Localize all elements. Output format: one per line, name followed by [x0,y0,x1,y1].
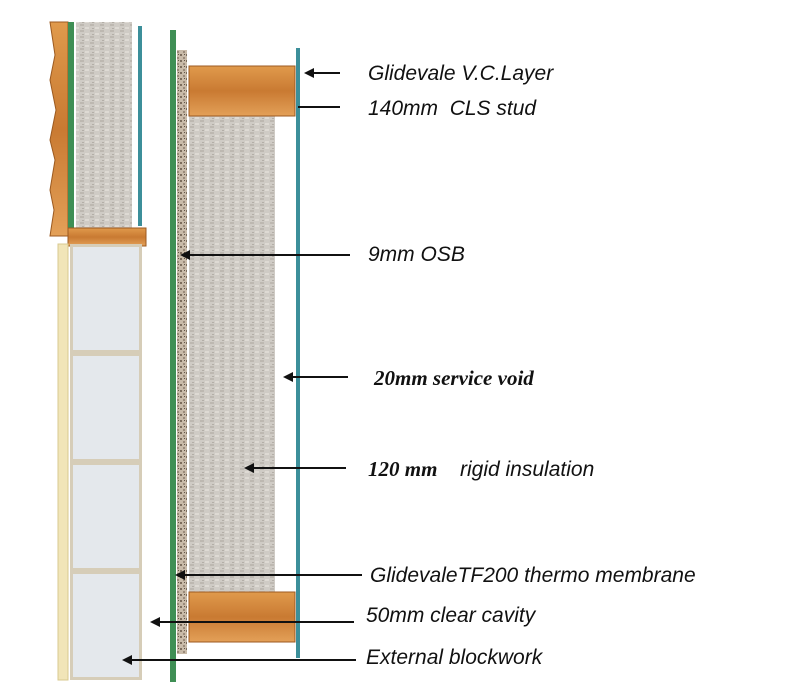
timber-cladding [49,21,69,237]
thermo-membrane-line [170,30,176,682]
arrow-osb [180,250,350,260]
block-1 [73,247,139,350]
arrow-clear-cavity [150,617,354,627]
label-thermo-membrane: GlidevaleTF200 thermo membrane [370,564,696,587]
upper-left-detail [49,21,147,247]
label-cls-stud: 140mm CLS stud [368,97,537,120]
label-rigid-insulation: rigid insulation [460,458,594,481]
timber-frame-panel [170,30,300,682]
vc-layer-line [296,48,300,658]
upper-vcl-line [138,26,142,226]
upper-insulation [76,22,132,228]
render-strip [57,243,69,681]
arrow-vc-layer [304,68,340,78]
block-2 [73,356,139,459]
cladding-membrane [68,22,74,232]
cls-stud-bottom [188,591,296,643]
label-external-blockwork: External blockwork [366,646,544,669]
floor-plate-timber [67,227,147,247]
arrow-rigid-insulation [244,463,346,473]
block-3 [73,465,139,568]
cls-stud-top [188,65,296,117]
labels: Glidevale V.C.Layer 140mm CLS stud 9mm O… [366,62,696,669]
label-rigid-insulation-number: 120 mm [368,457,437,481]
label-service-void: 20mm service void [373,366,534,390]
arrow-thermo-membrane [175,570,362,580]
rigid-insulation [189,96,275,592]
external-blockwork-wall [57,243,142,681]
arrow-service-void [283,372,348,382]
label-osb: 9mm OSB [368,243,465,266]
leader-arrows [122,68,362,665]
osb-sheathing [177,50,187,654]
label-vc-layer: Glidevale V.C.Layer [368,62,554,85]
arrow-external-blockwork [122,655,356,665]
label-clear-cavity: 50mm clear cavity [366,604,537,627]
